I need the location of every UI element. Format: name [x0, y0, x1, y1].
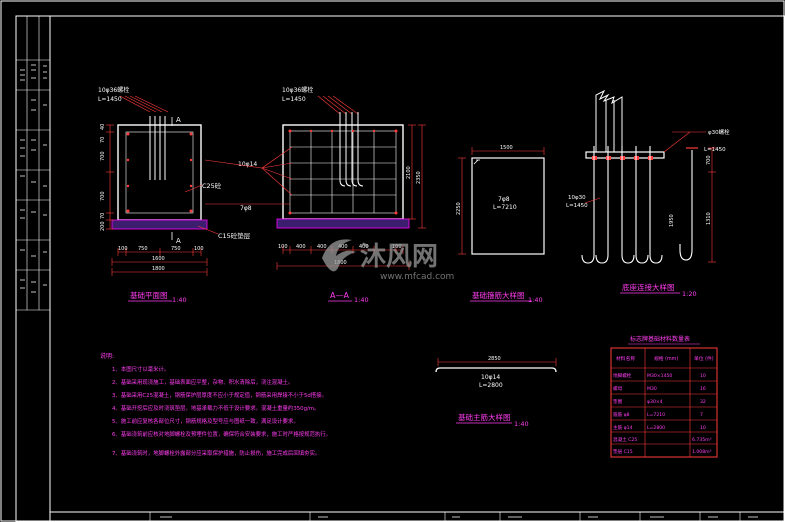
bolt-length-right: L=1450 [704, 147, 726, 153]
table-cell: φ30×4 [647, 399, 663, 405]
mainbar-dim: 2850 [488, 356, 501, 362]
stirrup-scale: 1:40 [528, 296, 543, 304]
note-item: 1、本图尺寸以毫米计。 [112, 365, 169, 373]
watermark-logo-icon [322, 239, 356, 272]
stirrup-dim-side: 2250 [456, 202, 462, 215]
notes-heading: 说明: [100, 352, 114, 360]
mainbar-scale: 1:40 [514, 420, 529, 428]
plan-dim-left-upper: 70 [100, 137, 106, 143]
bolt-scale: 1:20 [682, 290, 697, 298]
plan-dim-bottom-c: 750 [171, 246, 181, 252]
watermark-url: www.mfcad.com [380, 272, 454, 282]
table-cell: 混凝土 C25 [613, 436, 637, 443]
table-cell: 16 [700, 386, 706, 392]
table-header-name: 材料名称 [616, 355, 635, 362]
section-rebar-stirrup: 7φ8 [240, 205, 252, 212]
watermark: 沐风网 www.mfcad.com [322, 239, 454, 282]
stirrup-label: 7φ8 [498, 196, 510, 203]
section-rebar-main: 10φ14 [238, 161, 257, 168]
section-bolt-label: 10φ36螺栓 [282, 86, 313, 94]
section-scale: 1:40 [354, 296, 369, 304]
note-item: 6、基础浇筑前应核对地脚螺栓及预埋件位置，确保符合安装要求，施工时严格按规范执行… [112, 430, 331, 438]
table-cell: M30 [647, 386, 657, 392]
table-cell: 1.008m³ [692, 449, 712, 455]
plan-concrete-top: C25砼 [202, 181, 222, 190]
table-cell: 垫层 C15 [613, 448, 633, 455]
bolt-label-left: 10φ30 [568, 195, 586, 201]
plan-dim-left-mid2: 700 [100, 191, 106, 201]
table-cell: 螺母 [613, 385, 623, 392]
mainbar-detail: 2850 10φ14 L=2800 基础主筋大样图 1:40 [435, 356, 557, 428]
section-dim-bottom-a: 100 [278, 244, 288, 250]
bolt-title: 底座连接大样图 [622, 282, 675, 292]
plan-dim-left-bottom: 200 [100, 221, 106, 231]
stirrup-detail: 1500 2250 7φ8 L=7210 基础箍筋大样图 1:40 [456, 145, 545, 304]
section-title: A—A [330, 291, 349, 300]
plan-scale: 1:40 [172, 296, 187, 304]
bolt-dim-2: 1310 [706, 212, 712, 225]
note-item: 2、基础采用现浇施工，基础表面应平整，杂物、积水清除后，浇注混凝土。 [112, 378, 293, 386]
section-dim-bottom-c: 400 [317, 244, 327, 250]
bolt-detail: φ30螺栓 L=1450 10φ30 L=1450 700 1310 1950 … [566, 89, 730, 298]
table-header-unit: 单位 (件) [694, 355, 714, 362]
plan-dim-bottom-a: 100 [118, 246, 128, 252]
plan-view: 10φ36螺栓 L=1450 A A [98, 86, 251, 304]
table-cell: 32 [700, 399, 706, 405]
table-cell: 10 [700, 425, 706, 431]
bolt-dim-1: 700 [706, 155, 712, 165]
bolt-dim-3: 1950 [669, 214, 675, 227]
table-cell: 6.735m³ [692, 437, 712, 443]
table-cell: 垫圈 [613, 398, 623, 405]
section-dim-bottom-e: 400 [359, 244, 369, 250]
note-item: 4、基础开挖后应及时浇筑垫层，地基承载力不低于设计要求。混凝土重量约350g/m… [112, 404, 320, 412]
plan-dim-left-lower: 70 [100, 213, 106, 219]
section-bolt-length: L=1450 [282, 96, 306, 103]
table-cell: 箍筋 φ8 [613, 411, 630, 418]
section-dim-bottom-b: 400 [296, 244, 306, 250]
plan-concrete-bottom: C15砼垫层 [218, 231, 251, 240]
plan-dim-bottom-d: 100 [194, 246, 204, 252]
section-dim-total: 1800 [334, 260, 347, 266]
table-cell: 地脚螺栓 [613, 372, 632, 379]
section-dim-right-2: 2350 [416, 171, 422, 184]
section-dim-right-1: 2100 [406, 166, 412, 179]
table-cell: 10 [700, 373, 706, 379]
plan-bolt-length: L=1450 [98, 96, 122, 103]
notes-block: 说明: 1、本图尺寸以毫米计。 2、基础采用现浇施工，基础表面应平整，杂物、积水… [100, 352, 331, 457]
plan-dim-left-mid1: 700 [100, 151, 106, 161]
section-dim-bottom-d: 400 [338, 244, 348, 250]
plan-dim-total-inner: 1600 [152, 256, 165, 262]
stirrup-length: L=7210 [493, 204, 517, 211]
mainbar-label: 10φ14 [481, 374, 500, 381]
bolt-label-top: φ30螺栓 [708, 128, 730, 136]
plan-dim-top-left: 40 [100, 124, 106, 130]
table-cell: 7 [700, 412, 703, 418]
note-item: 7、基础浇筑时，地脚螺栓外露部分应采取保护措施，防止损伤，施工完成后回填夯实。 [112, 449, 320, 457]
table-cell: M30×1450 [647, 373, 672, 379]
note-item: 3、基础采用C25混凝土，钢筋保护层厚度不应小于规定值，钢筋采用焊接不小于5d搭… [112, 391, 327, 399]
stirrup-title: 基础箍筋大样图 [472, 290, 525, 300]
material-table: 标志牌基础材料数量表 材料名称 规格 (mm) 单位 (件) 地脚螺栓 M30×… [610, 335, 718, 458]
note-item: 5、施工前应复核各部位尺寸，钢筋规格及型号应与图纸一致，满足设计要求。 [112, 417, 299, 425]
table-cell: L=7210 [647, 412, 665, 418]
table-title: 标志牌基础材料数量表 [630, 335, 690, 343]
plan-section-bottom: A [176, 237, 181, 245]
plan-section-top: A [176, 116, 181, 124]
plan-dim-bottom-b: 750 [138, 246, 148, 252]
table-header-spec: 规格 (mm) [654, 355, 678, 362]
table-cell: 主筋 φ14 [613, 424, 633, 431]
mainbar-title: 基础主筋大样图 [458, 412, 511, 422]
plan-title: 基础平面图 [130, 290, 168, 300]
bolt-length-left: L=1450 [566, 203, 588, 209]
mainbar-length: L=2800 [479, 382, 503, 389]
plan-dim-total-outer: 1800 [152, 266, 165, 272]
plan-bolt-label: 10φ36螺栓 [98, 86, 129, 94]
stirrup-dim-top: 1500 [500, 145, 513, 151]
table-cell: L=2800 [647, 425, 665, 431]
watermark-brand: 沐风网 [360, 242, 438, 272]
section-view: 10φ36螺栓 L=1450 [204, 86, 426, 304]
section-dim-bottom-f: 100 [392, 244, 402, 250]
